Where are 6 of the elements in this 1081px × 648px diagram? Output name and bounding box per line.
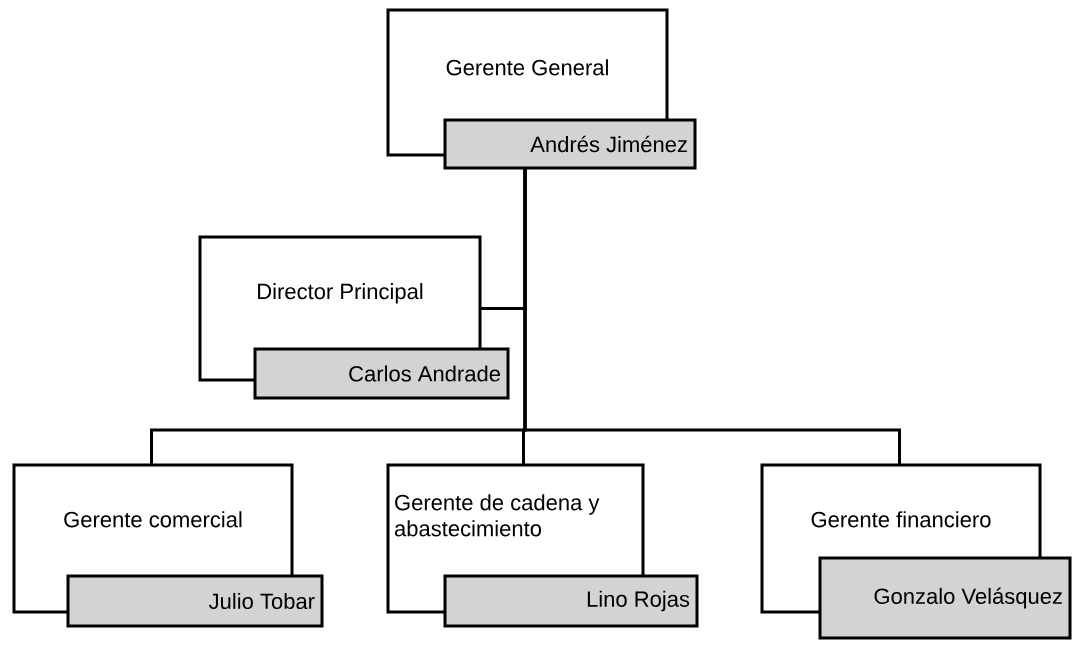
name-box: Lino Rojas [443,574,699,628]
name-box: Andrés Jiménez [443,118,697,170]
connector-line [523,168,901,465]
name-box: Gonzalo Velásquez [818,556,1072,640]
name-box: Julio Tobar [66,574,324,628]
name-box: Carlos Andrade [253,347,510,400]
